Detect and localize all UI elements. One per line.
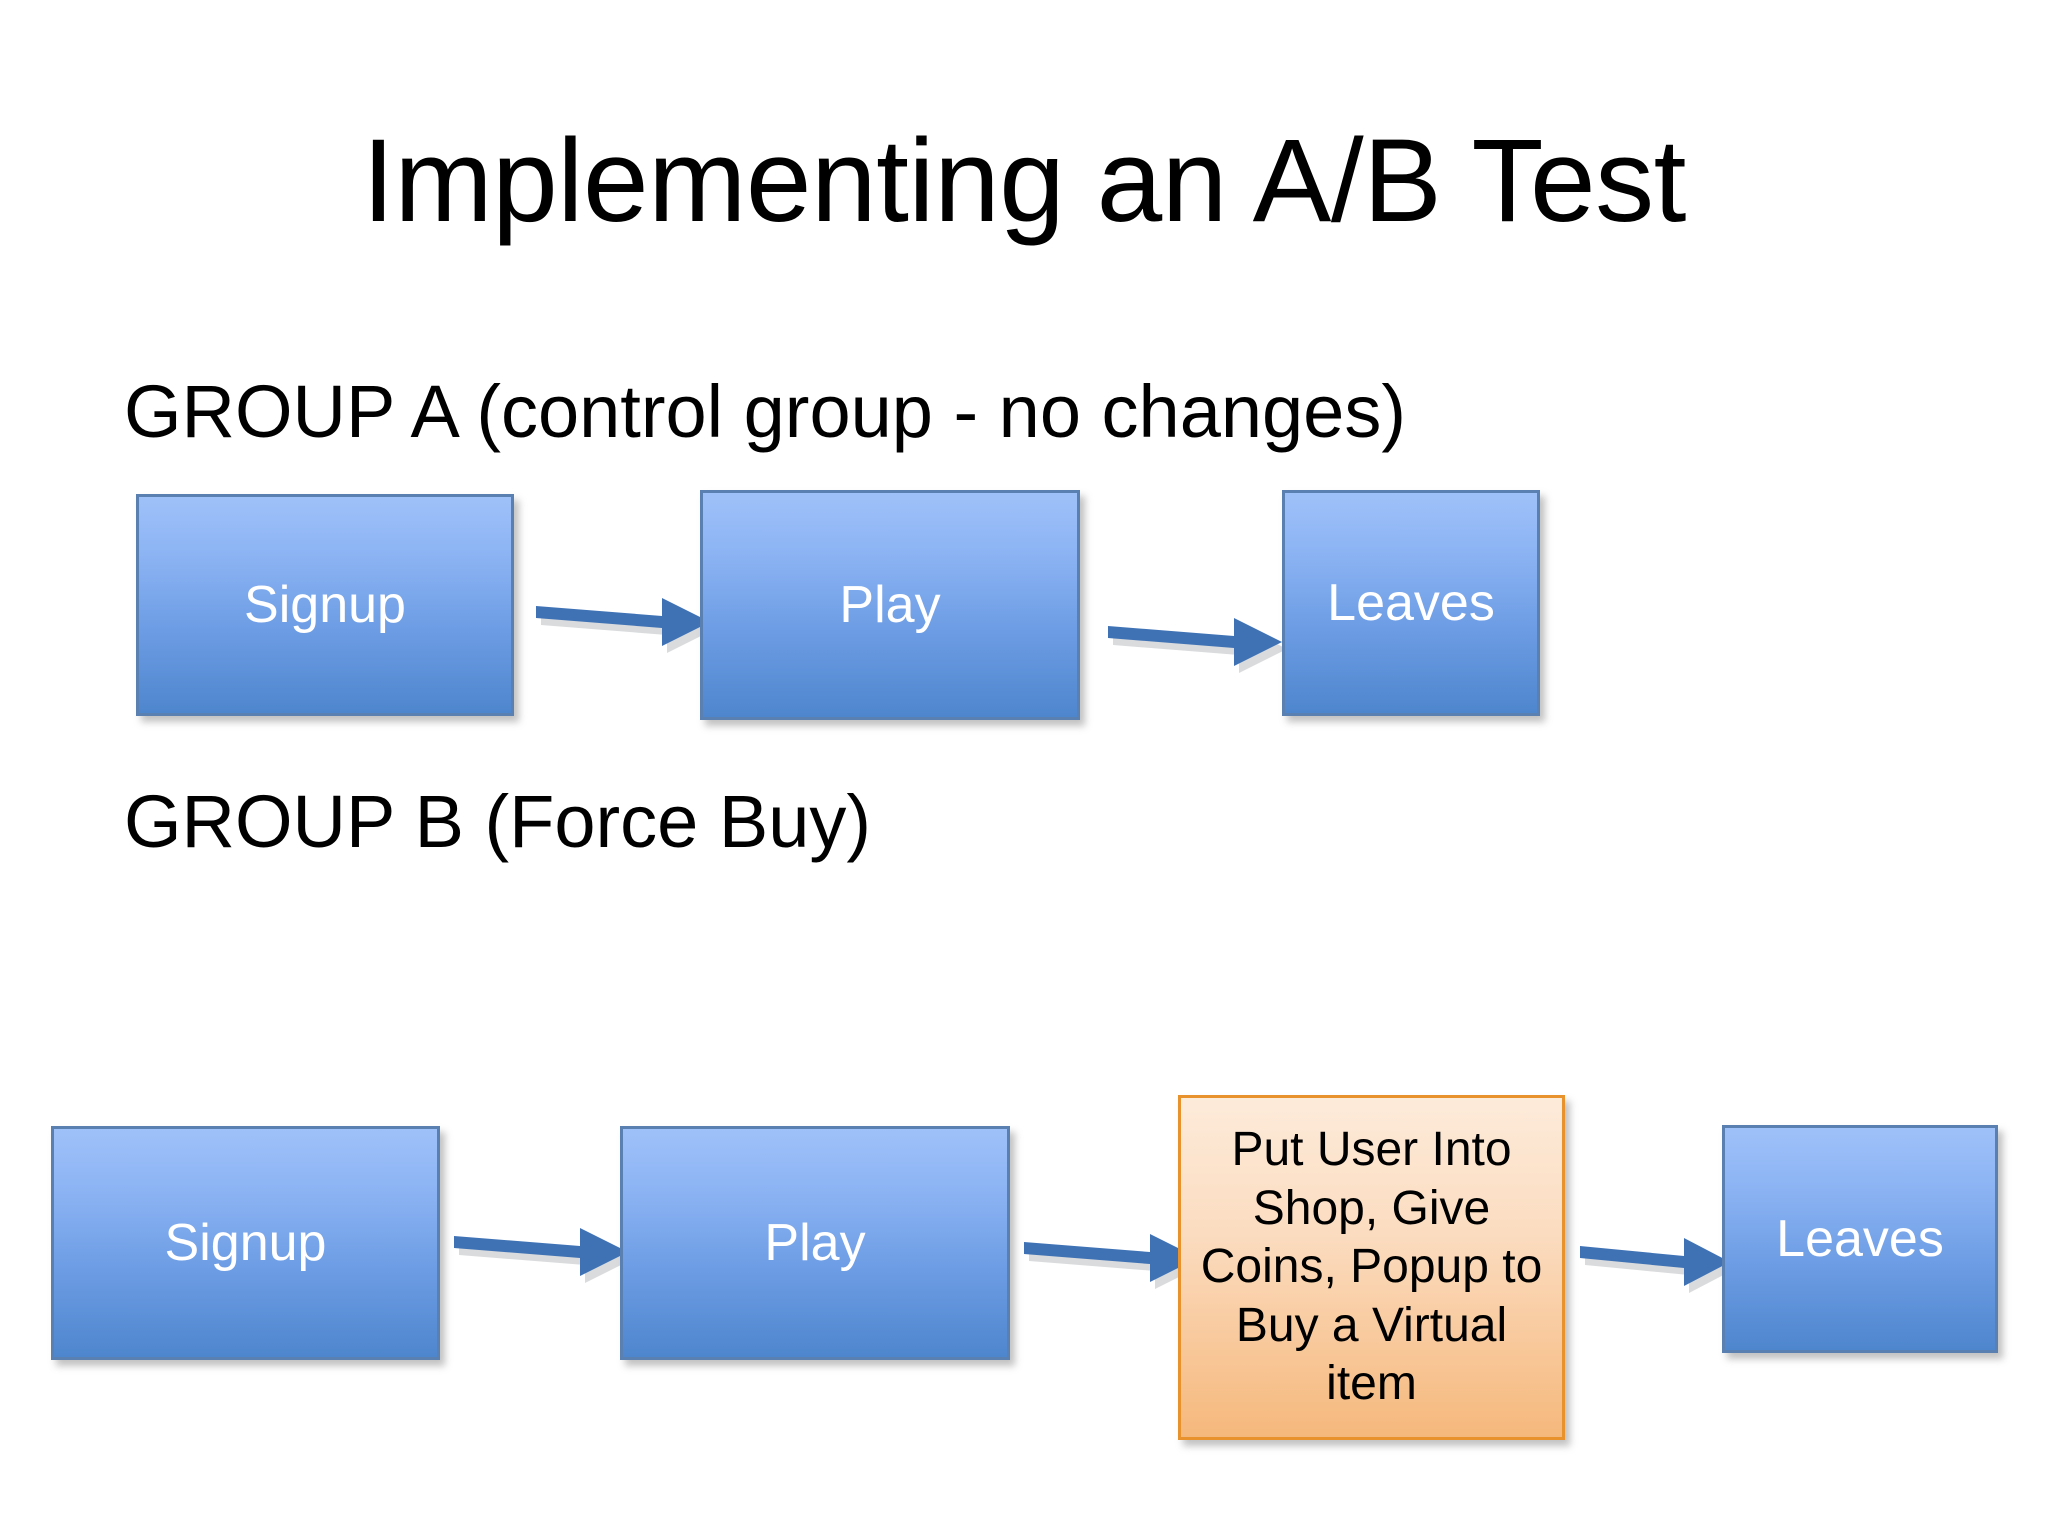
flow-node-b-leaves[interactable]: Leaves (1722, 1125, 1998, 1353)
flow-node-label: Put User Into Shop, Give Coins, Popup to… (1200, 1123, 1543, 1411)
group-b-heading: GROUP B (Force Buy) (124, 780, 872, 863)
flow-node-a-play[interactable]: Play (700, 490, 1080, 720)
arrow-a-signup-to-play (534, 588, 716, 662)
flow-node-label: Leaves (1776, 1210, 1944, 1268)
flow-node-b-play[interactable]: Play (620, 1126, 1010, 1360)
flow-node-b-signup[interactable]: Signup (51, 1126, 440, 1360)
flow-node-label: Signup (244, 576, 406, 634)
arrow-a-play-to-leaves (1106, 608, 1288, 682)
group-a-heading: GROUP A (control group - no changes) (124, 370, 1406, 453)
flow-node-b-shop[interactable]: Put User Into Shop, Give Coins, Popup to… (1178, 1095, 1565, 1440)
flow-node-a-signup[interactable]: Signup (136, 494, 514, 716)
flow-node-label: Play (839, 576, 941, 634)
arrow-b-shop-to-leaves (1578, 1228, 1736, 1302)
arrow-b-signup-to-play (452, 1218, 634, 1292)
arrow-b-play-to-shop (1022, 1224, 1204, 1298)
flow-node-label: Play (764, 1214, 866, 1272)
flow-node-label: Signup (164, 1214, 327, 1272)
flow-node-a-leaves[interactable]: Leaves (1282, 490, 1540, 716)
flow-node-label: Leaves (1327, 574, 1495, 632)
page-title: Implementing an A/B Test (362, 115, 1686, 247)
